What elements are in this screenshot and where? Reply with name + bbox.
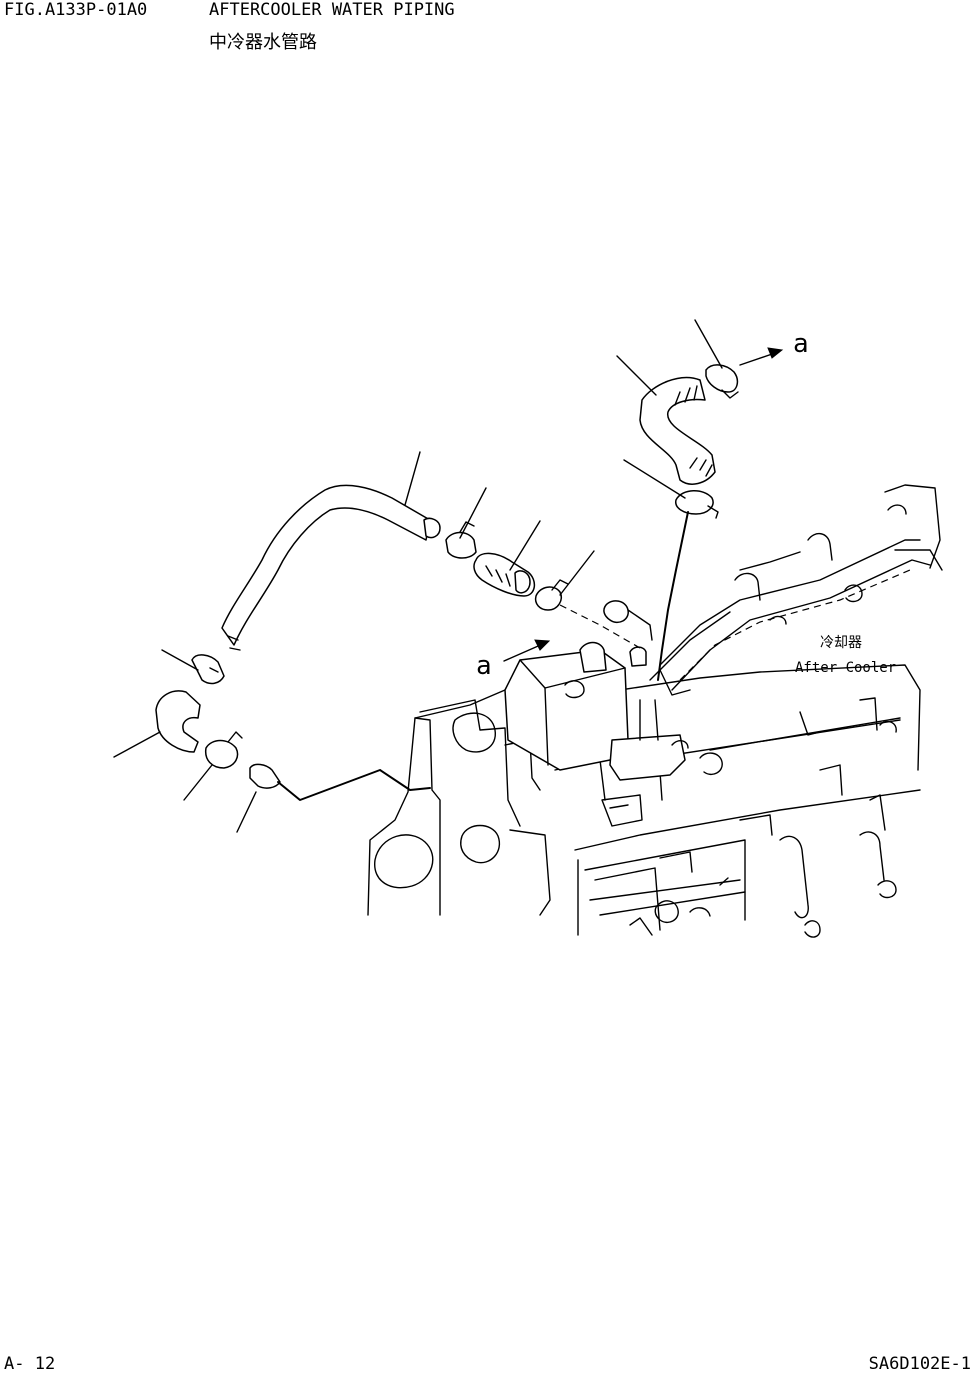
middle-pipe-assembly [221,484,641,651]
lower-left-assembly [155,654,431,801]
ref-mark-a-top: a [793,329,809,359]
engine-block [367,664,921,938]
aftercooler-label-chinese: 冷却器 [820,635,862,651]
figure-code: FIG.A133P-01A0 [4,0,148,20]
ref-mark-a-left: a [476,651,492,681]
page-number: A- 12 [4,1354,56,1374]
reference-arrows [503,347,784,662]
figure-title-chinese: 中冷器水管路 [209,32,317,53]
aftercooler-tubes [649,484,943,749]
aftercooler-body [504,600,686,781]
upper-hose-assembly [639,364,739,681]
aftercooler-label: After Cooler [795,660,896,676]
document-code: SA6D102E-1 [868,1354,971,1374]
leader-lines [113,319,723,833]
figure-title: AFTERCOOLER WATER PIPING [209,0,455,20]
